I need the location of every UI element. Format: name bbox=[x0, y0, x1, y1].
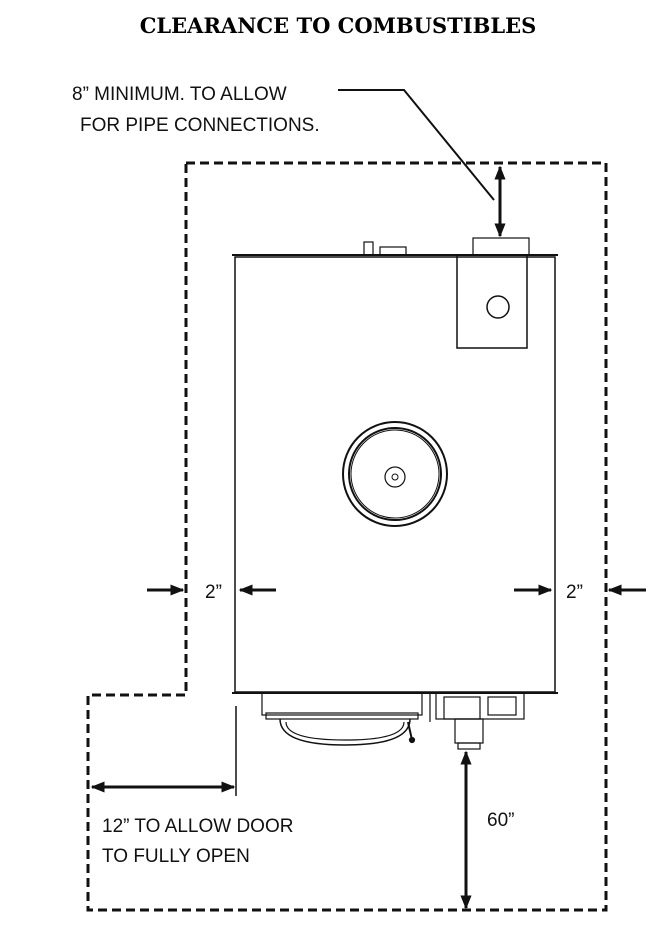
door-clearance-label-line1: 12” TO ALLOW DOOR bbox=[102, 816, 293, 837]
appliance-front-attachments bbox=[261, 692, 525, 750]
clearance-boundary bbox=[86, 161, 608, 912]
top-clearance-leader bbox=[338, 89, 495, 201]
right-clearance-label: 2” bbox=[566, 582, 583, 603]
top-clearance-label-line2: FOR PIPE CONNECTIONS. bbox=[80, 115, 320, 136]
flue-collar bbox=[472, 237, 530, 256]
front-clearance-label: 60” bbox=[487, 810, 514, 831]
left-clearance-label: 2” bbox=[205, 582, 222, 603]
appliance-top-view bbox=[232, 237, 558, 694]
burner-outer-ring bbox=[342, 421, 448, 527]
door-clearance-label-line2: TO FULLY OPEN bbox=[102, 846, 250, 867]
top-clearance-label-line1: 8” MINIMUM. TO ALLOW bbox=[72, 84, 287, 105]
flue-box bbox=[456, 254, 528, 349]
page-title: CLEARANCE TO COMBUSTIBLES bbox=[140, 13, 537, 38]
